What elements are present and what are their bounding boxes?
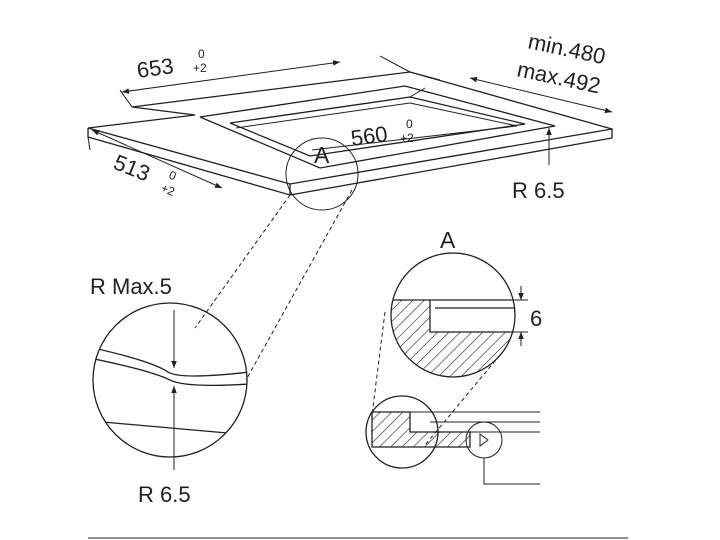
- detail-a-title: A: [440, 227, 456, 253]
- marker-a-label: A: [314, 142, 330, 168]
- dim-560-value: 560: [349, 121, 389, 151]
- dim-513-tol-upper: 0: [167, 168, 179, 184]
- magnified-edge-detail: R Max.5 R 6.5: [90, 274, 248, 507]
- dim-513-tol-lower: +2: [159, 181, 177, 199]
- dim-653-tol-lower: +2: [193, 61, 207, 75]
- radius-bottom-label: R 6.5: [138, 482, 191, 507]
- leader-lines-right: [371, 311, 501, 446]
- dimension-560: 560 0 +2: [349, 87, 426, 151]
- radius-max-label: R Max.5: [90, 274, 172, 299]
- radius-top-label: R 6.5: [512, 178, 565, 203]
- detail-a: A 6: [390, 227, 542, 378]
- dim-653-value: 653: [135, 53, 175, 83]
- radius-callout-top: R 6.5: [512, 128, 565, 203]
- section-view: [365, 395, 540, 485]
- dim-560-tol-upper: 0: [406, 117, 413, 131]
- dimension-worktop-depth: min.480 max.492: [409, 28, 613, 114]
- dim-653-tol-upper: 0: [198, 47, 205, 61]
- leader-lines-left: [194, 189, 353, 381]
- rebate-depth-label: 6: [530, 306, 542, 331]
- detail-marker-a: A: [285, 137, 359, 211]
- dimension-513: 513 0 +2: [87, 129, 223, 199]
- dim-560-tol-lower: +2: [400, 131, 414, 145]
- dimension-653: 653 0 +2: [119, 47, 411, 108]
